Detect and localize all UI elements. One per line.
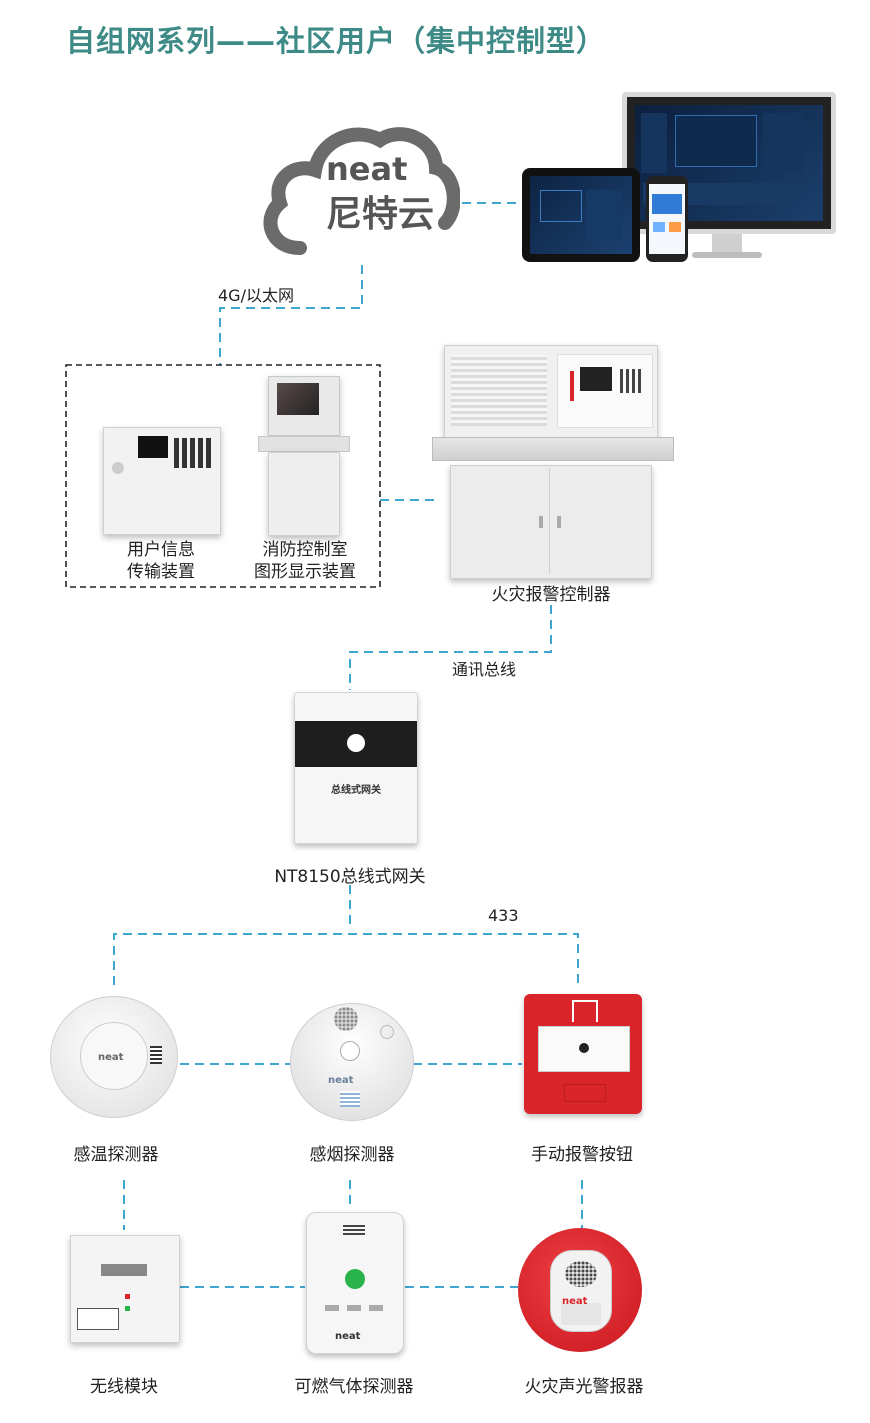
terminal-group-box bbox=[65, 364, 381, 588]
heat-detector-label: 感温探测器 bbox=[73, 1145, 159, 1165]
heat-detector-image: neat bbox=[50, 996, 178, 1118]
display-devices-image bbox=[522, 92, 836, 270]
neat-cloud-logo: neat 尼特云 bbox=[263, 127, 460, 255]
bus-line bbox=[349, 605, 552, 690]
wireless-link-label: 433 bbox=[488, 906, 519, 925]
smoke-detector-label: 感烟探测器 bbox=[309, 1145, 395, 1165]
fire-controller-label: 火灾报警控制器 bbox=[491, 585, 611, 605]
wireless-bus-line bbox=[113, 933, 579, 985]
user-info-device-label: 用户信息 传输装置 bbox=[101, 539, 221, 583]
control-room-display-label: 消防控制室 图形显示装置 bbox=[240, 539, 370, 583]
phone-icon bbox=[646, 176, 688, 262]
user-info-label-line2: 传输装置 bbox=[127, 562, 195, 582]
wireless-module-label: 无线模块 bbox=[90, 1377, 158, 1397]
network-line bbox=[219, 265, 363, 365]
sound-light-alarm-image: neat bbox=[518, 1228, 644, 1354]
control-room-label-line2: 图形显示装置 bbox=[254, 562, 356, 582]
fire-controller-image bbox=[432, 345, 674, 579]
gas-detector-image: neat bbox=[306, 1212, 404, 1354]
page-title: 自组网系列——社区用户（集中控制型） bbox=[66, 24, 607, 58]
tablet-icon bbox=[522, 168, 640, 262]
wireless-module-image bbox=[70, 1235, 180, 1343]
cloud-brand-text: neat bbox=[326, 150, 407, 188]
gateway-label: NT8150总线式网关 bbox=[274, 867, 426, 887]
sound-light-alarm-label: 火灾声光警报器 bbox=[524, 1377, 644, 1397]
user-info-label-line1: 用户信息 bbox=[127, 540, 195, 560]
user-info-device-image bbox=[103, 427, 221, 535]
gas-detector-label: 可燃气体探测器 bbox=[294, 1377, 414, 1397]
smoke-detector-image: neat bbox=[290, 1003, 414, 1121]
control-room-label-line1: 消防控制室 bbox=[262, 540, 348, 560]
manual-button-label: 手动报警按钮 bbox=[531, 1145, 633, 1165]
network-link-label: 4G/以太网 bbox=[218, 286, 294, 305]
bus-link-label: 通讯总线 bbox=[452, 660, 517, 679]
cloud-name-text: 尼特云 bbox=[326, 194, 434, 235]
gateway-image: 总线式网关 bbox=[294, 692, 418, 844]
control-room-display-image bbox=[258, 376, 350, 536]
manual-button-image bbox=[524, 994, 642, 1114]
gateway-face-text: 总线式网关 bbox=[331, 785, 381, 796]
